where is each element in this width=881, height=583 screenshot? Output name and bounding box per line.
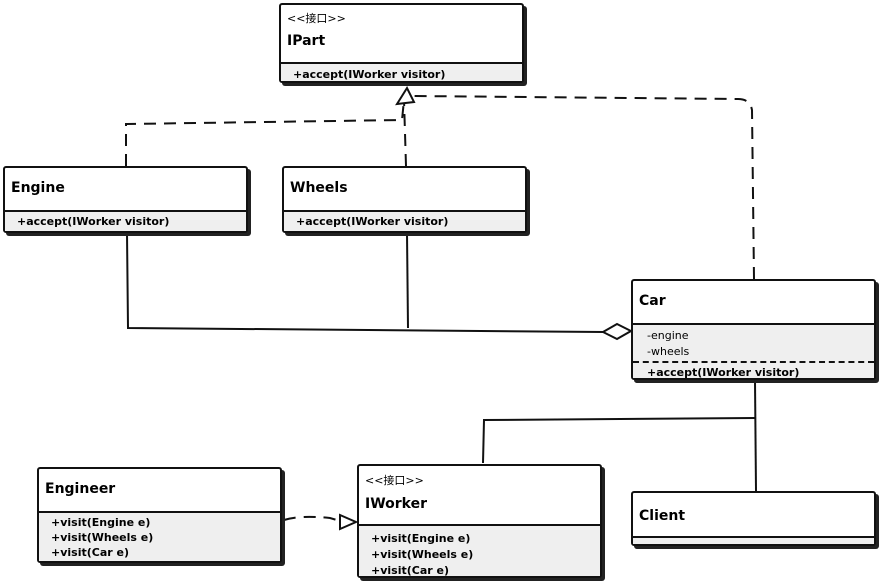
engine-methods: +accept(IWorker visitor) <box>5 210 246 231</box>
aggregation-diamond <box>600 322 634 341</box>
class-car[interactable]: Car -engine -wheels +accept(IWorker visi… <box>631 279 879 383</box>
engineer-method-car: +visit(Car e) <box>51 546 129 559</box>
engine-aggregation-line <box>126 232 605 333</box>
engine-method: +accept(IWorker visitor) <box>17 215 170 228</box>
wheels-realization-line <box>403 99 407 167</box>
engineer-name: Engineer <box>45 481 116 497</box>
engineer-method-engine: +visit(Engine e) <box>51 516 151 529</box>
car-client-line <box>754 380 757 492</box>
engine-realization-line <box>125 99 405 166</box>
wheels-aggregation-line <box>406 232 409 329</box>
realization-arrowhead <box>395 85 416 106</box>
car-attribute-engine: -engine <box>647 329 689 342</box>
ipart-method: +accept(IWorker visitor) <box>293 68 446 81</box>
wheels-method: +accept(IWorker visitor) <box>296 215 449 228</box>
class-iworker[interactable]: <<接口>> IWorker +visit(Engine e) +visit(W… <box>357 464 605 581</box>
client-empty-section <box>633 536 874 544</box>
class-wheels[interactable]: Wheels +accept(IWorker visitor) <box>282 166 530 236</box>
class-engineer[interactable]: Engineer +visit(Engine e) +visit(Wheels … <box>37 467 285 566</box>
car-attribute-wheels: -wheels <box>647 345 690 358</box>
engineer-methods: +visit(Engine e) +visit(Wheels e) +visit… <box>39 511 280 561</box>
class-ipart[interactable]: <<接口>> IPart +accept(IWorker visitor) <box>279 3 527 86</box>
ipart-name: IPart <box>287 33 326 49</box>
wheels-name: Wheels <box>290 180 348 196</box>
car-method: +accept(IWorker visitor) <box>647 366 800 379</box>
client-name: Client <box>639 508 686 524</box>
car-members: -engine -wheels +accept(IWorker visitor) <box>633 323 874 379</box>
wheels-methods: +accept(IWorker visitor) <box>284 210 525 231</box>
engine-name: Engine <box>11 180 65 196</box>
iworker-methods: +visit(Engine e) +visit(Wheels e) +visit… <box>359 524 600 577</box>
iworker-method-car: +visit(Car e) <box>371 564 449 577</box>
ipart-stereotype: <<接口>> <box>287 12 346 25</box>
class-engine[interactable]: Engine +accept(IWorker visitor) <box>3 166 251 236</box>
car-member-divider <box>633 361 874 363</box>
iworker-name: IWorker <box>365 496 428 512</box>
engineer-dependency-line <box>283 515 341 522</box>
engineer-method-wheels: +visit(Wheels e) <box>51 531 154 544</box>
car-realization-line <box>413 95 755 280</box>
car-iworker-line <box>482 417 756 464</box>
car-name: Car <box>639 293 666 309</box>
iworker-method-engine: +visit(Engine e) <box>371 532 471 545</box>
ipart-methods: +accept(IWorker visitor) <box>281 62 522 81</box>
iworker-stereotype: <<接口>> <box>365 474 424 487</box>
iworker-method-wheels: +visit(Wheels e) <box>371 548 474 561</box>
dependency-arrowhead <box>339 513 359 531</box>
class-client[interactable]: Client <box>631 491 879 549</box>
